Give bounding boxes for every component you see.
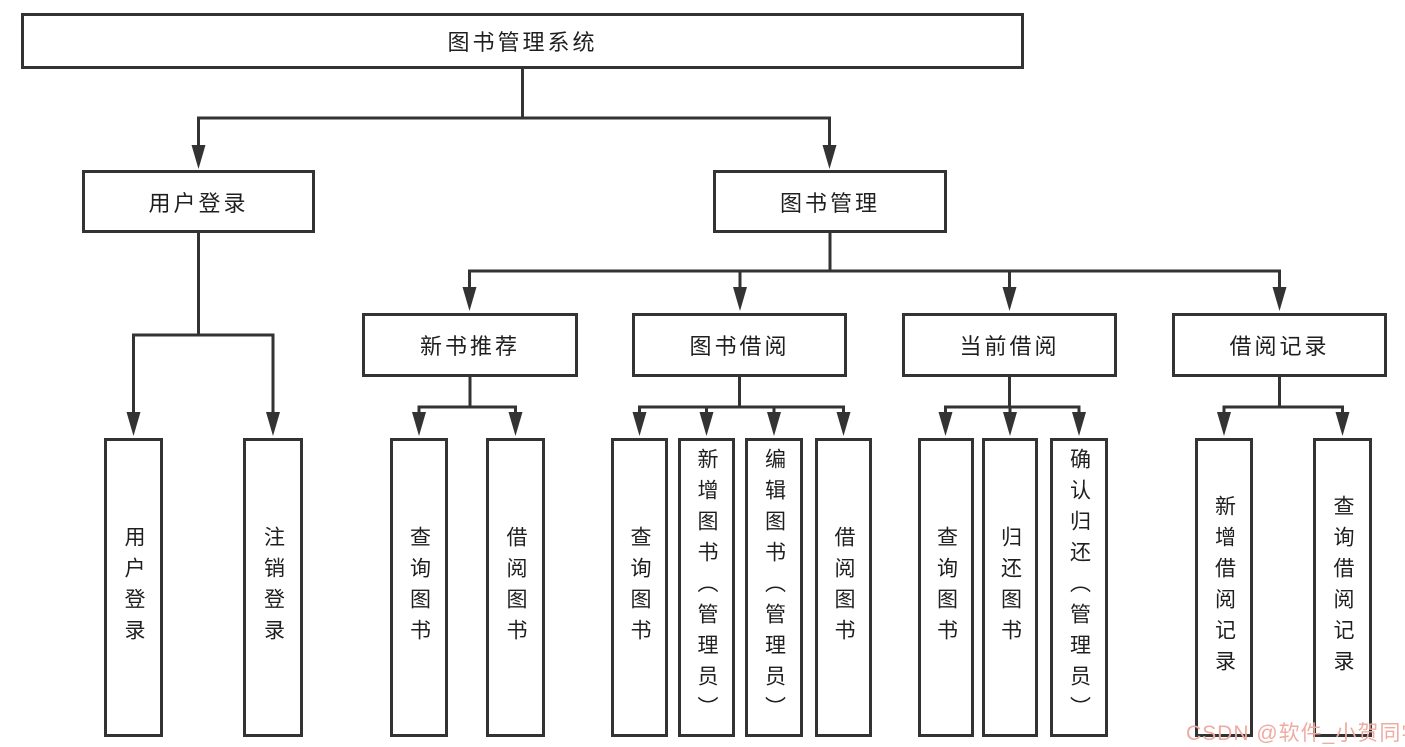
leaf-cb-query-book: 查询图书 — [918, 438, 974, 737]
node-new-book-recommend: 新书推荐 — [362, 313, 578, 377]
arrowhead — [632, 412, 647, 436]
arrowhead — [767, 412, 781, 436]
leaf-cb-confirm-return: 确认归还（管理员） — [1050, 438, 1108, 737]
leaf-bb-borrow-book: 借阅图书 — [815, 438, 872, 737]
arrowhead — [508, 412, 523, 436]
node-borrow-records: 借阅记录 — [1172, 313, 1387, 377]
arrowhead — [266, 412, 280, 436]
arrowhead — [836, 412, 851, 436]
csdn-watermark: CSDN @软件_小贺同学 — [1186, 722, 1405, 745]
node-book-borrow: 图书借阅 — [632, 313, 847, 377]
connector-paths — [132, 69, 1344, 414]
arrowhead — [699, 412, 714, 436]
arrowhead — [1003, 412, 1017, 436]
leaf-br-query-record: 查询借阅记录 — [1313, 438, 1372, 737]
arrowhead — [1002, 287, 1017, 311]
arrowhead — [1272, 287, 1287, 311]
leaf-bb-edit-book: 编辑图书（管理员） — [745, 438, 803, 737]
arrowhead — [412, 412, 426, 436]
leaf-nbr-borrow-book: 借阅图书 — [486, 438, 545, 737]
arrowhead — [191, 145, 206, 169]
leaf-cb-return-book: 归还图书 — [982, 438, 1038, 737]
arrowhead — [1217, 412, 1231, 436]
leaf-logout: 注销登录 — [243, 438, 303, 737]
node-user-login: 用户登录 — [82, 170, 315, 233]
arrowhead — [462, 287, 477, 311]
arrowhead — [938, 412, 953, 436]
arrowhead — [733, 287, 747, 311]
leaf-bb-query-book: 查询图书 — [611, 438, 668, 737]
node-current-borrow: 当前借阅 — [902, 313, 1117, 377]
arrowhead — [1335, 412, 1350, 436]
arrowhead — [822, 145, 837, 169]
leaf-br-add-record: 新增借阅记录 — [1195, 438, 1253, 737]
arrowhead — [126, 412, 141, 436]
node-book-management: 图书管理 — [713, 170, 947, 233]
arrowhead — [1072, 412, 1086, 436]
leaf-user-login: 用户登录 — [104, 438, 163, 737]
leaf-bb-add-book: 新增图书（管理员） — [678, 438, 735, 737]
node-root-system: 图书管理系统 — [21, 13, 1024, 69]
leaf-nbr-query-book: 查询图书 — [390, 438, 448, 737]
arrowheads — [126, 145, 1350, 436]
